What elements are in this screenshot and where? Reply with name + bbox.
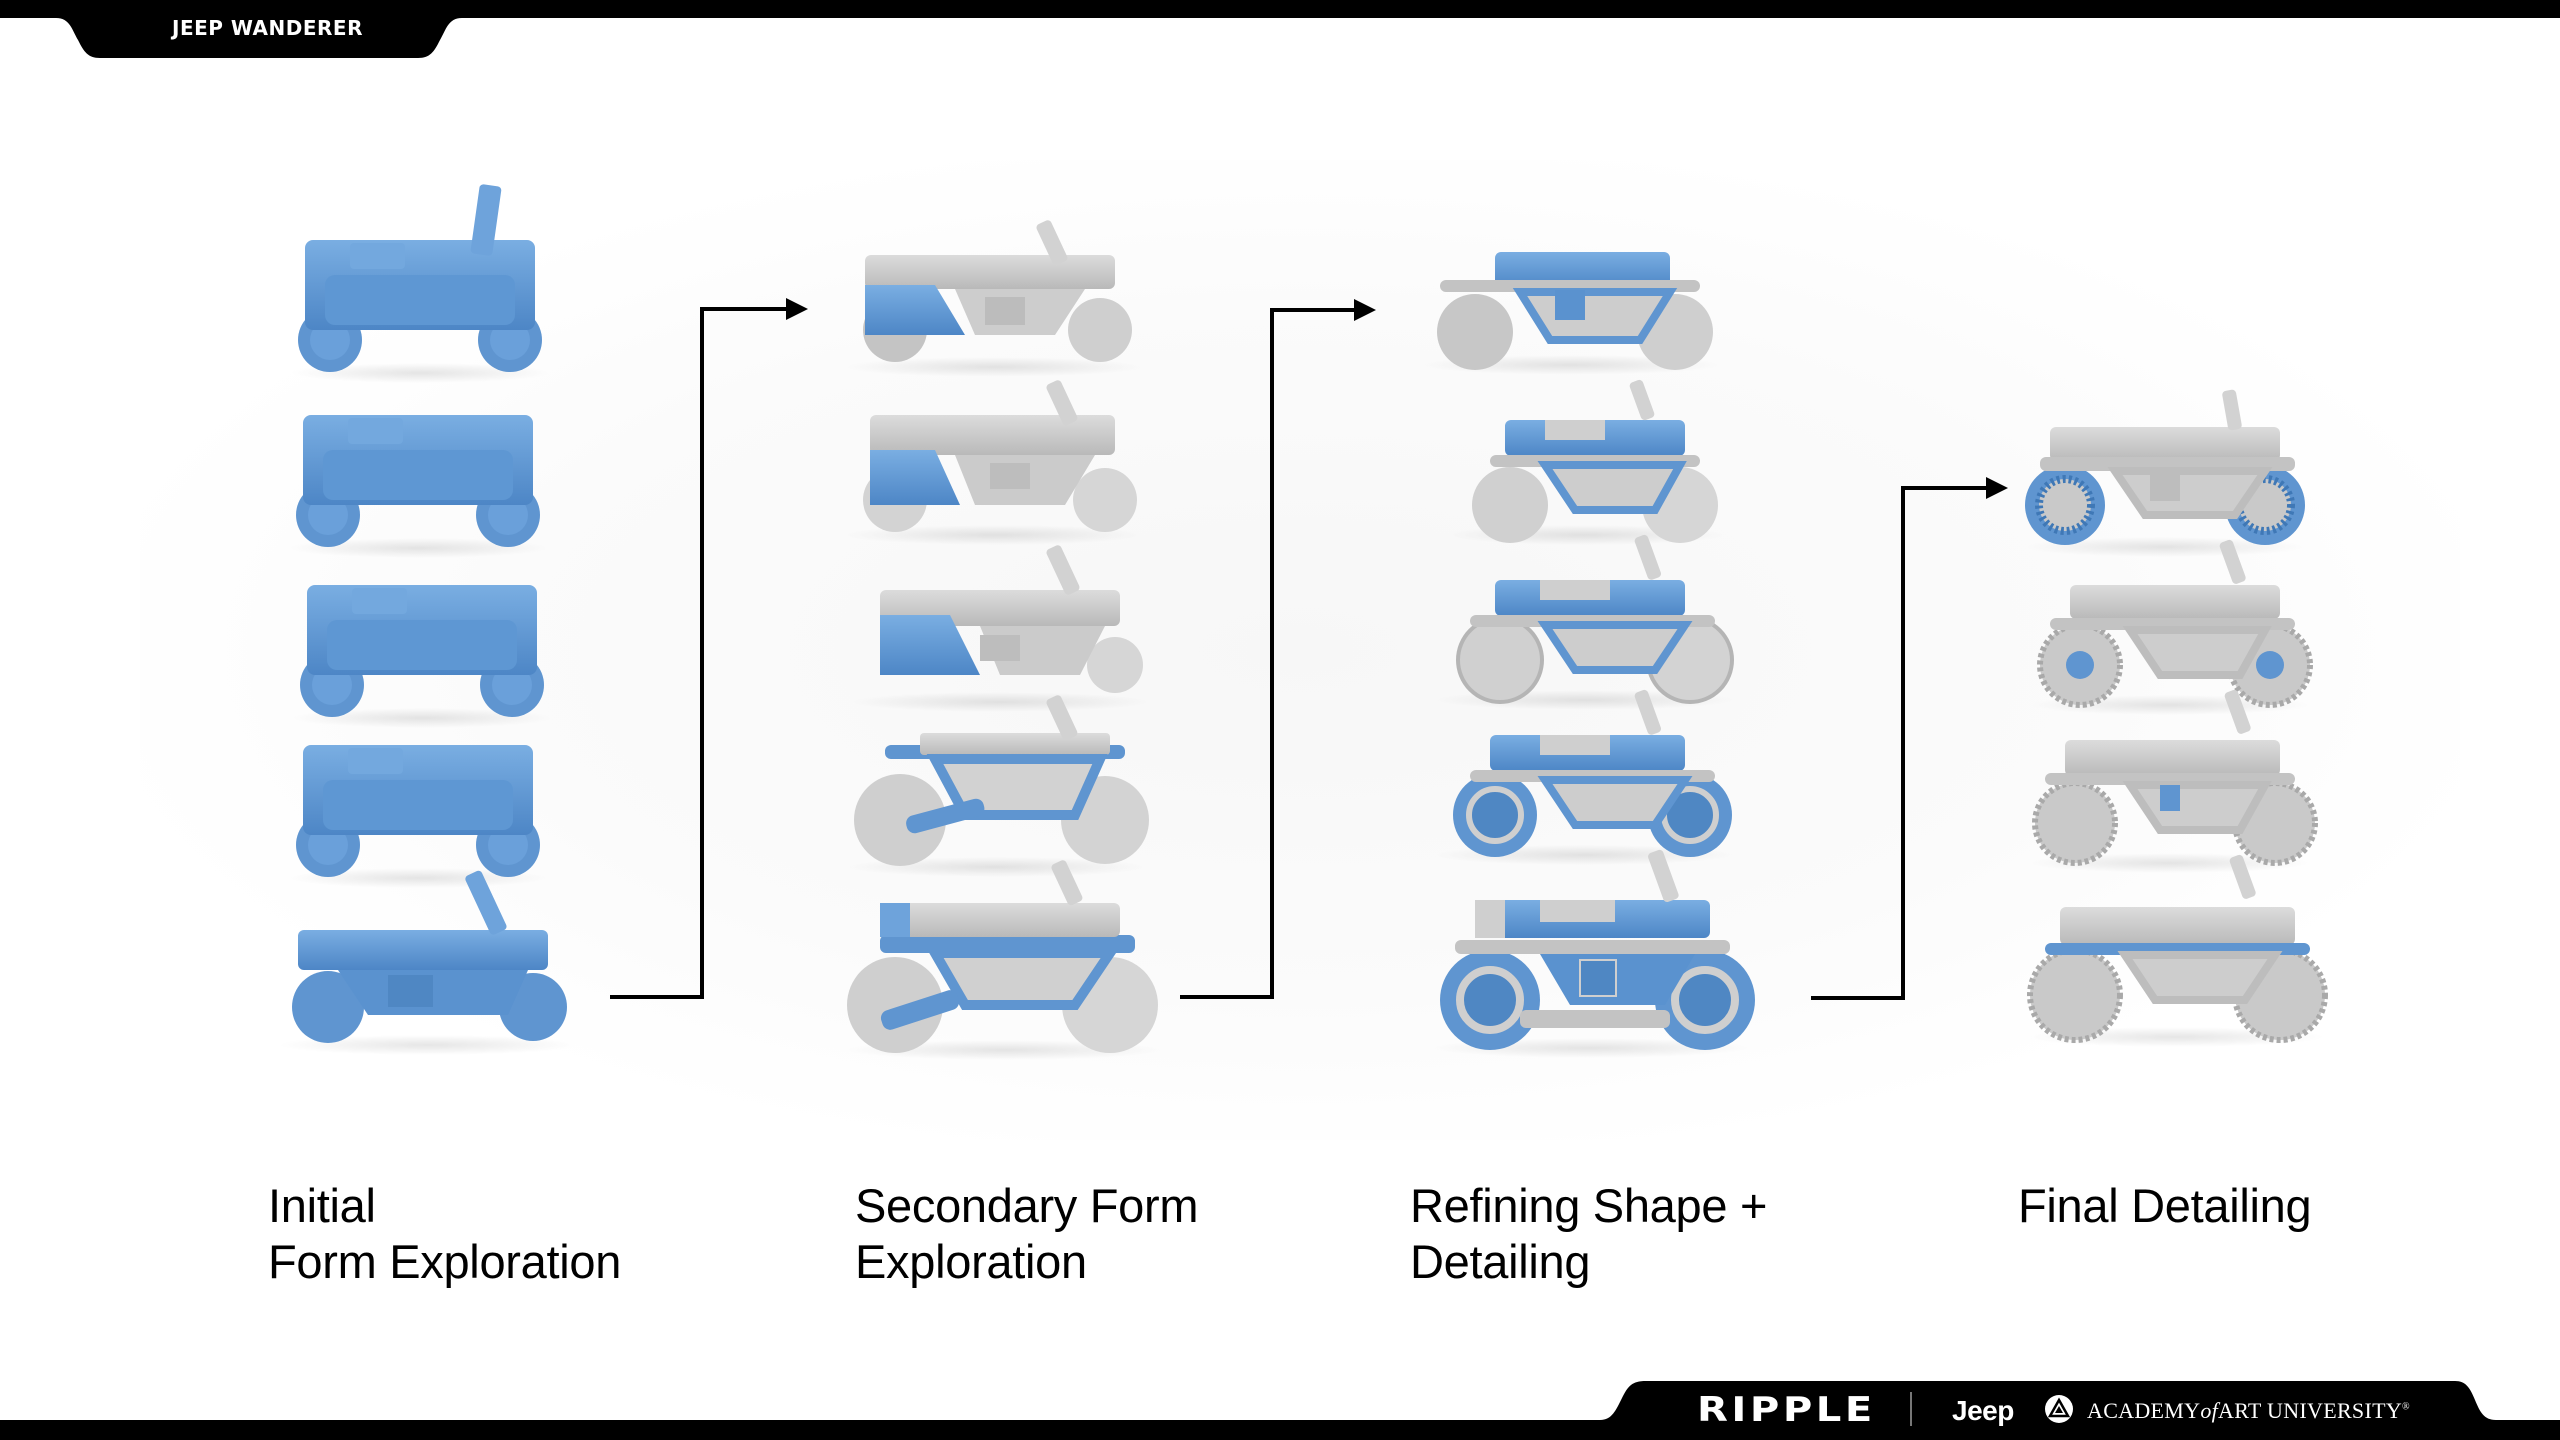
ripple-logo: RIPPLE [1697, 1390, 1876, 1430]
model-render [278, 870, 578, 1055]
flow-arrow-2 [1180, 299, 1376, 999]
model-render [1430, 849, 1755, 1058]
aau-prefix: ACADEMY [2087, 1398, 2201, 1423]
stage-label-3: Refining Shape + Detailing [1410, 1178, 1767, 1290]
academy-of-art-university-logo: ACADEMYofART UNIVERSITY® [2087, 1398, 2410, 1424]
model-render [845, 220, 1145, 377]
stage-label-4: Final Detailing [2018, 1178, 2312, 1234]
model-render [2025, 389, 2305, 557]
model-render [1435, 534, 1735, 710]
stage-label-line: Refining Shape + [1410, 1179, 1768, 1232]
stage-label-line: Final Detailing [2018, 1179, 2312, 1232]
stage-label-line: Initial [268, 1179, 376, 1232]
model-render [1420, 252, 1720, 375]
model-render [850, 545, 1150, 712]
model-render [845, 860, 1165, 1060]
registered-mark: ® [2402, 1401, 2410, 1413]
stage-4-models [2025, 389, 2328, 1047]
header-bar [0, 0, 2560, 58]
stage-1-models [278, 183, 578, 1055]
model-render [2030, 539, 2313, 715]
stage-label-2: Secondary Form Exploration [855, 1178, 1199, 1290]
aau-suffix: ART UNIVERSITY [2218, 1398, 2403, 1423]
footer-divider [1910, 1392, 1912, 1426]
stage-label-line: Form Exploration [268, 1235, 622, 1288]
model-render [290, 183, 550, 383]
model-render [845, 380, 1145, 545]
model-render [845, 695, 1149, 877]
flow-arrow-1 [610, 298, 808, 999]
stage-label-line: Detailing [1410, 1235, 1591, 1288]
footer-bar [0, 1370, 2560, 1440]
model-render [292, 585, 552, 728]
model-render [1435, 689, 1735, 865]
project-title: JEEP WANDERER [172, 16, 363, 40]
model-render [2030, 689, 2318, 873]
academy-logo-icon [2045, 1395, 2073, 1423]
stage-label-1: Initial Form Exploration [268, 1178, 621, 1290]
jeep-logo: Jeep [1952, 1395, 2014, 1426]
flow-arrow-3 [1811, 477, 2008, 1000]
stage-3-models [1420, 252, 1755, 1058]
model-render [288, 745, 548, 888]
model-render [2025, 854, 2328, 1047]
model-render [288, 415, 548, 558]
stage-2-models [845, 220, 1165, 1060]
stage-label-line: Exploration [855, 1235, 1087, 1288]
aau-connector: of [2200, 1398, 2219, 1423]
model-render [1445, 379, 1725, 545]
stage-label-line: Secondary Form [855, 1179, 1199, 1232]
